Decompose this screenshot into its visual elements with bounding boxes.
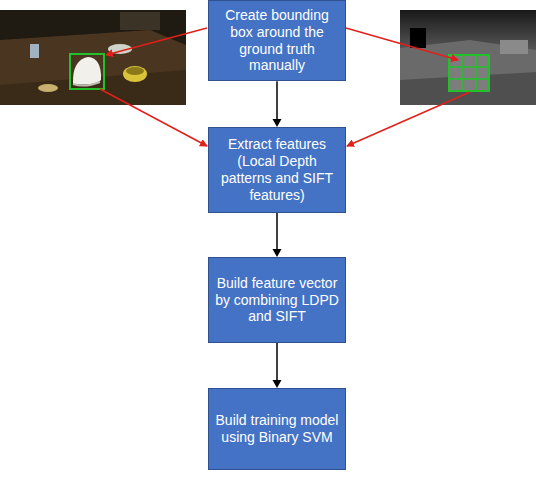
box-text: Create bounding box around the ground tr… bbox=[215, 7, 339, 74]
box-text: Build feature vector by combining LDPD a… bbox=[215, 275, 339, 325]
process-box: Extract features (Local Depth patterns a… bbox=[208, 127, 346, 213]
rgb-photo bbox=[0, 10, 186, 105]
flow-arrow bbox=[273, 343, 282, 388]
box-text: Extract features (Local Depth patterns a… bbox=[215, 136, 339, 203]
flow-arrow bbox=[273, 81, 282, 127]
process-box: Create bounding box around the ground tr… bbox=[208, 0, 346, 81]
depth-image bbox=[400, 10, 536, 105]
flow-arrow bbox=[273, 213, 282, 257]
process-box: Build feature vector by combining LDPD a… bbox=[208, 257, 346, 343]
box-text: Build training model using Binary SVM bbox=[215, 412, 339, 446]
process-box: Build training model using Binary SVM bbox=[208, 388, 346, 470]
